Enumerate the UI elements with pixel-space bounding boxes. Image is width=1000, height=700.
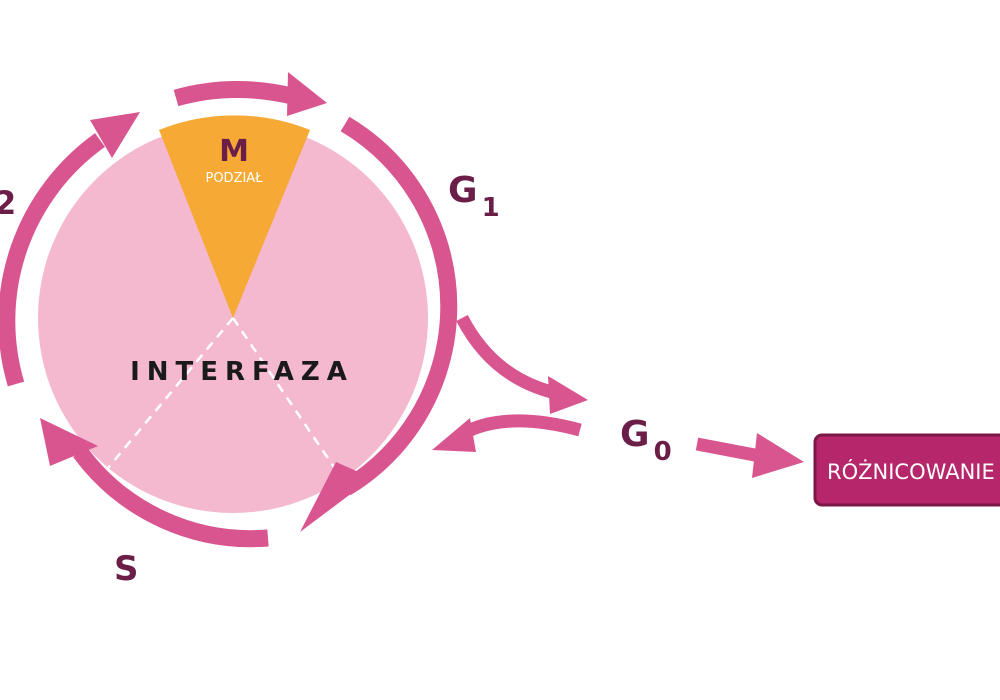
differentiation-box: RÓŻNICOWANIE: [813, 433, 1000, 507]
differentiation-label: RÓŻNICOWANIE: [827, 459, 995, 484]
curved-arrow-icon: [173, 72, 327, 116]
mitosis-wedge: [159, 115, 310, 318]
curved-arrow-icon: [432, 414, 582, 452]
curved-arrow-icon: [40, 418, 269, 548]
mitosis-label: M: [219, 134, 249, 169]
g2-phase-label: 2: [0, 184, 16, 222]
g0-branch-arrows: [432, 314, 588, 452]
curved-arrow-icon: [456, 314, 588, 414]
arrow-right-icon: [695, 433, 804, 478]
phase-divider-left: [107, 317, 234, 469]
podzial-label: PODZIAŁ: [205, 171, 263, 186]
interfaza-label: INTERFAZA: [130, 357, 354, 387]
cycle-arrows: [0, 72, 458, 548]
curved-arrow-icon: [0, 112, 140, 387]
s-phase-label: S: [114, 549, 139, 589]
curved-arrow-icon: [300, 116, 458, 532]
